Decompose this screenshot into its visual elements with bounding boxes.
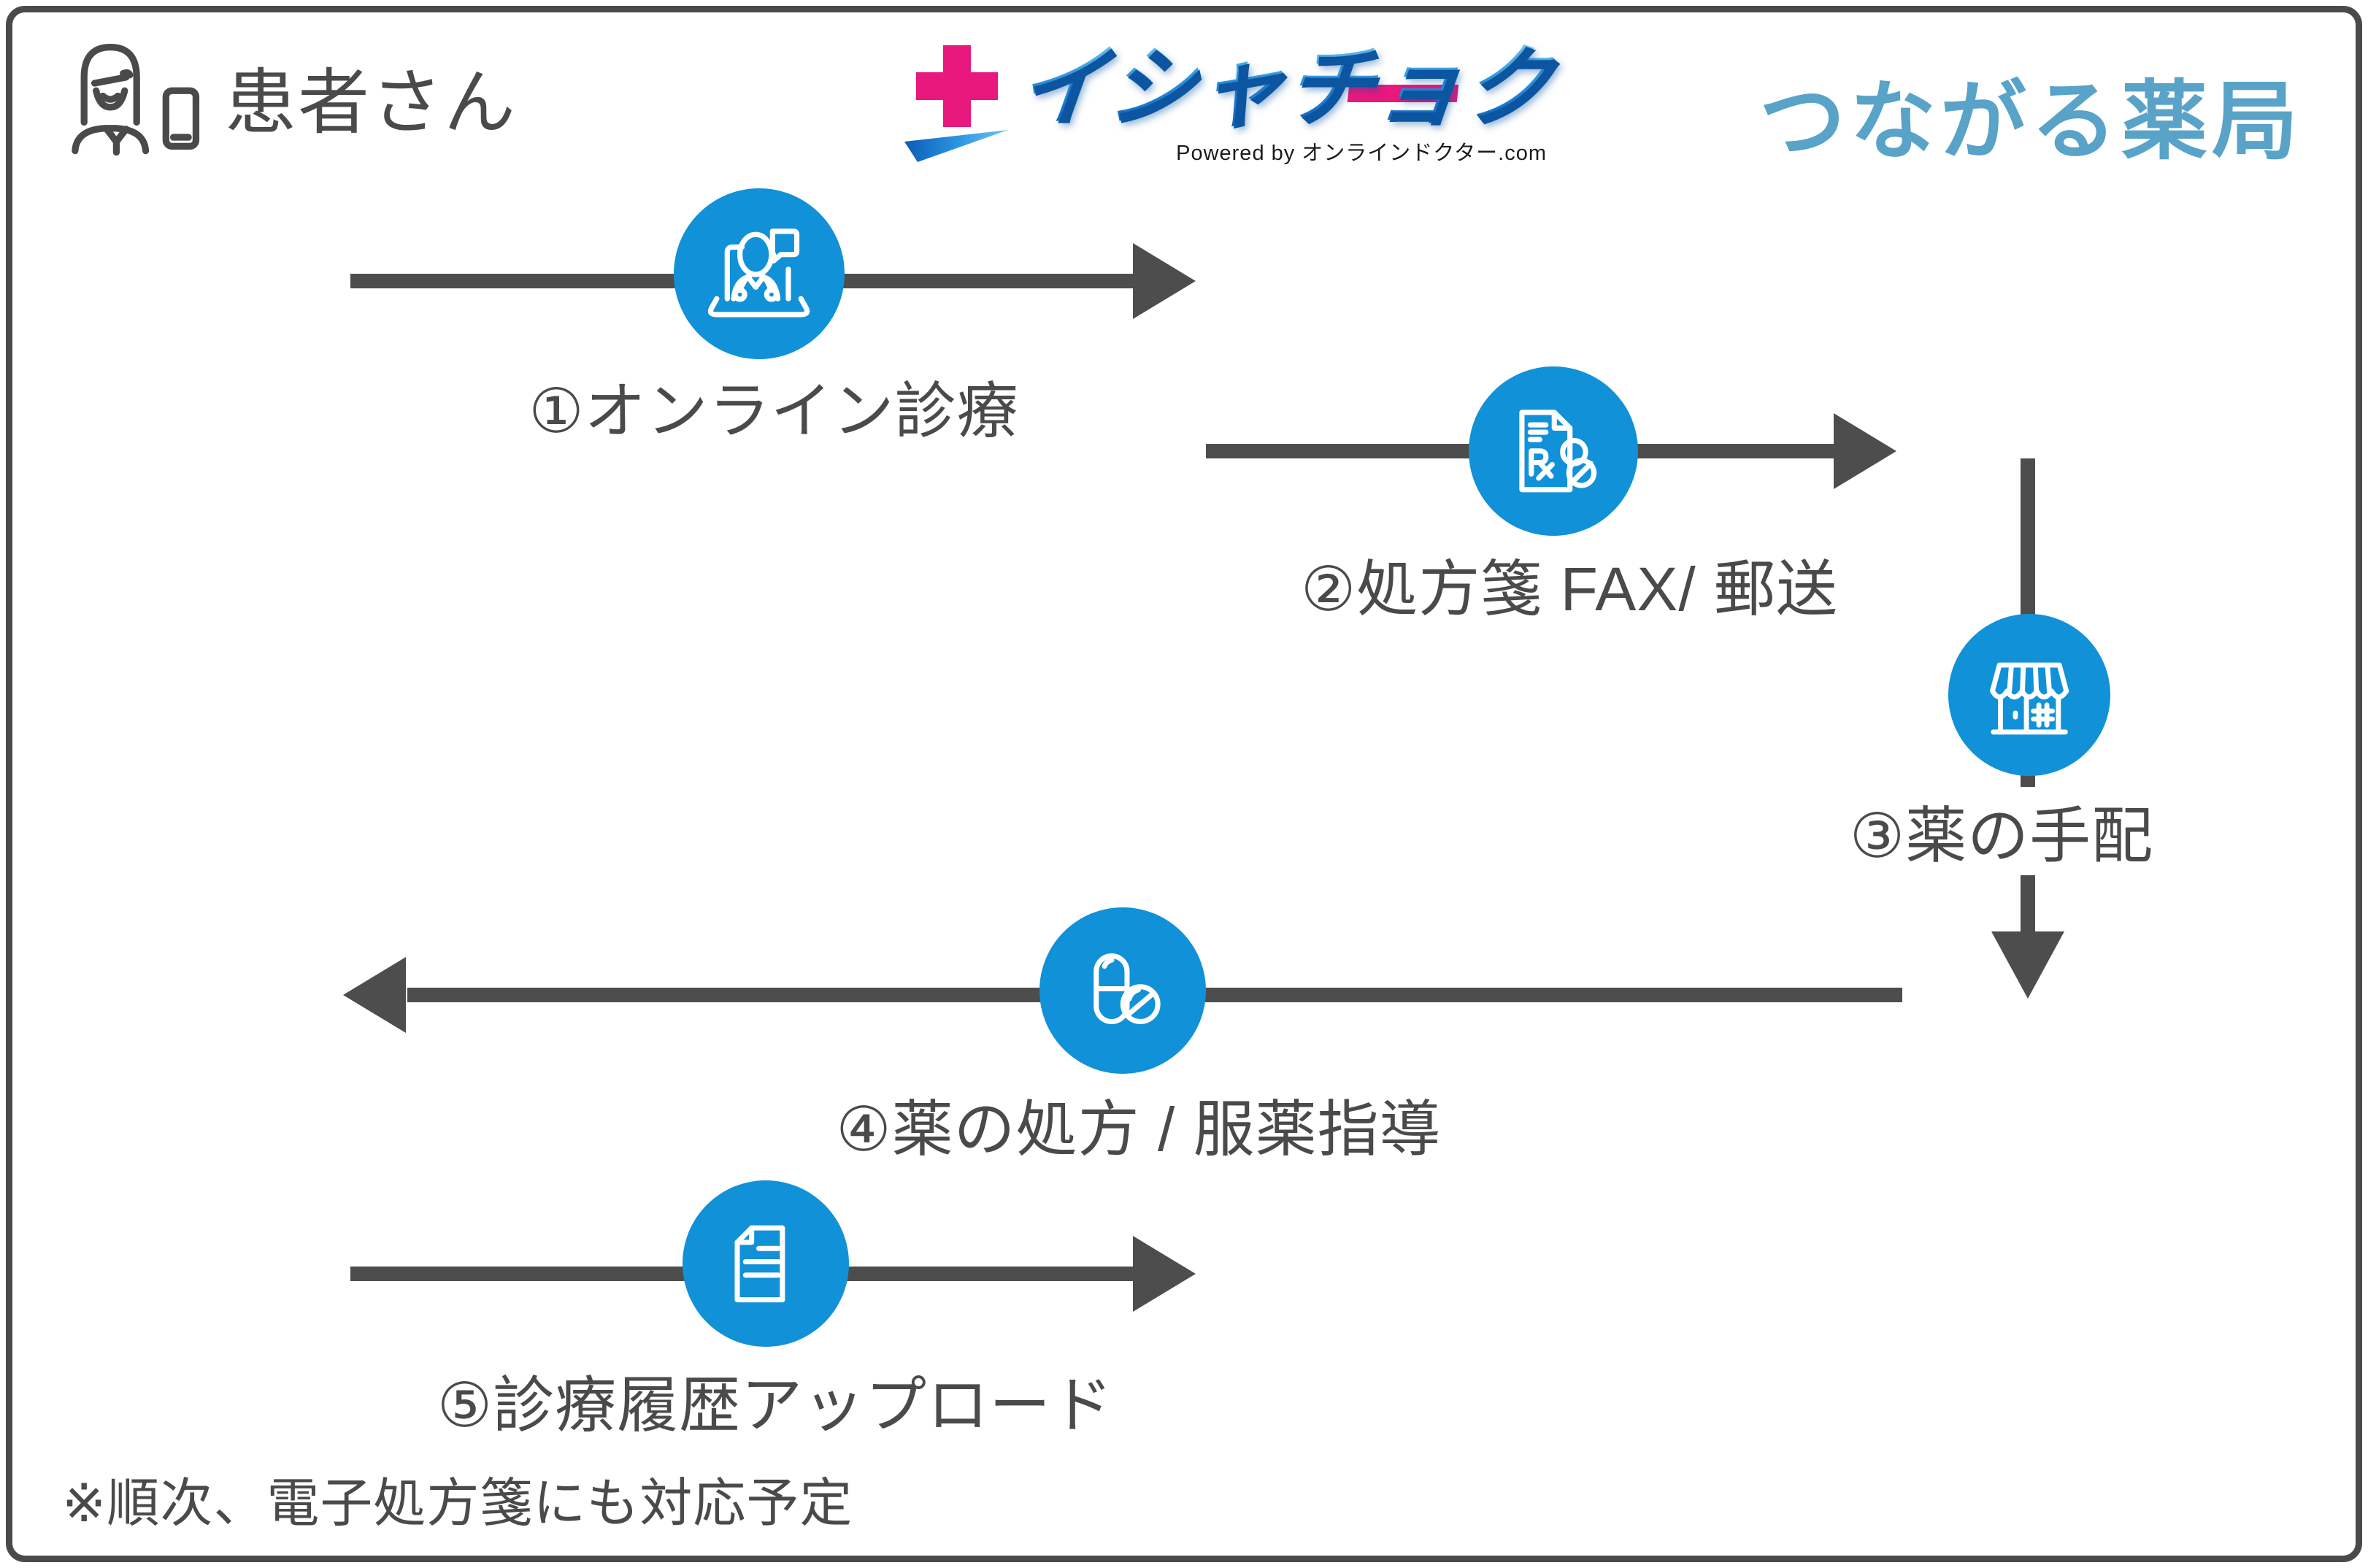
step3-label: ③薬の手配	[1839, 787, 2164, 875]
step2-circle	[1469, 366, 1638, 536]
step4-label: ④薬の処方 / 服薬指導	[836, 1095, 1442, 1164]
step4-circle	[1039, 907, 1206, 1074]
patient-with-phone-icon	[72, 44, 200, 156]
pills-icon	[1093, 953, 1161, 1024]
medical-cross-icon	[904, 45, 1008, 162]
logo-brand-text: イシャチョク	[1012, 38, 1558, 136]
arrowhead-right-step1	[1133, 243, 1196, 319]
patient-header: 患者さん	[58, 31, 517, 162]
step2-label: ②処方箋 FAX/ 郵送	[1300, 555, 1839, 623]
step1-circle	[674, 188, 845, 359]
footnote: ※順次、電子処方箋にも対応予定	[62, 1475, 853, 1533]
logo-powered-by: Powered by オンラインドクター.com	[1176, 142, 1547, 165]
step5-circle	[683, 1180, 849, 1347]
pharmacy-store-icon	[1989, 662, 2069, 735]
ishachoku-logo: イシャチョク Powered by オンラインドクター.com	[902, 38, 1558, 166]
pharmacy-label: つながる薬局	[1758, 74, 2302, 170]
step5-label: ⑤診療履歴アップロード	[437, 1371, 1114, 1440]
diagram-border	[6, 6, 2362, 1562]
patient-label: 患者さん	[225, 62, 518, 142]
logo-text-column: イシャチョク Powered by オンラインドクター.com	[1013, 38, 1558, 166]
document-icon	[734, 1225, 785, 1302]
arrowhead-down-step3	[1991, 931, 2064, 999]
arrowhead-left-step4	[343, 957, 406, 1033]
step1-label: ①オンライン診療	[528, 377, 1019, 445]
prescription-icon	[1519, 410, 1597, 493]
step3-circle	[1948, 614, 2110, 776]
arrowhead-right-step5	[1133, 1236, 1196, 1312]
arrowhead-right-step2	[1834, 413, 1896, 489]
telehealth-icon	[708, 228, 810, 318]
